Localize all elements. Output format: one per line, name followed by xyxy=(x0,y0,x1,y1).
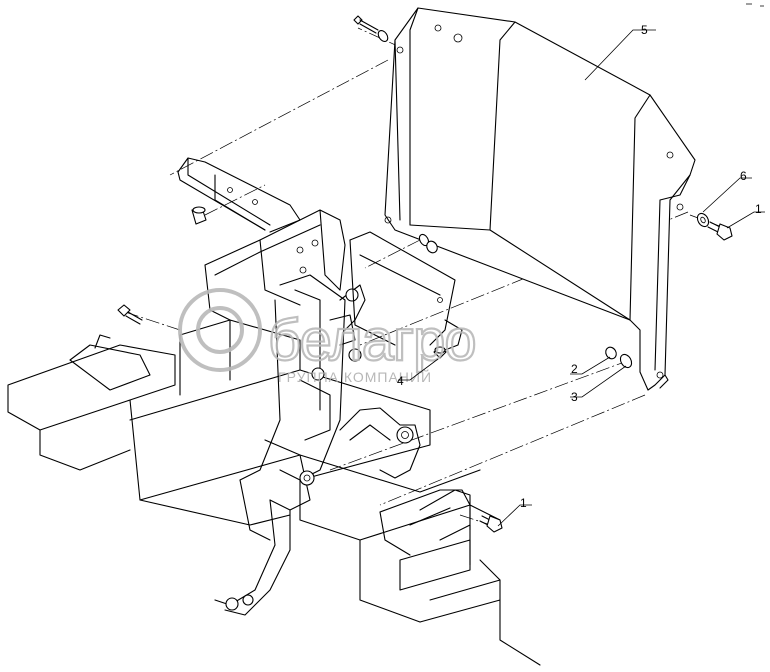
center-plate xyxy=(349,231,463,351)
right-knuckle xyxy=(339,407,421,479)
callout-5: 5 xyxy=(641,23,648,37)
bolt-callout-1-lower xyxy=(479,515,503,533)
nut-callout-2 xyxy=(605,346,617,360)
callout-1-right: 1 xyxy=(755,202,762,216)
nut-washer-under-cover xyxy=(418,233,438,254)
bolt-bracket-left xyxy=(191,206,207,225)
bolt-beam-left xyxy=(117,304,143,325)
callout-3: 3 xyxy=(571,390,578,404)
bolt-callout-1-right xyxy=(707,221,733,241)
pivot-arms xyxy=(214,274,366,616)
corner-marks xyxy=(746,3,764,7)
washer-callout-3 xyxy=(619,353,633,369)
left-bracket xyxy=(177,157,346,321)
watermark: белагро ГРУППА КОМПАНИЙ xyxy=(178,288,478,385)
right-lower-bracket xyxy=(379,489,501,601)
fasteners xyxy=(117,15,733,533)
callouts: 5 6 1 2 4 3 1 xyxy=(397,23,765,527)
washer-callout-6 xyxy=(696,212,710,228)
watermark-logo-icon xyxy=(178,288,262,372)
bolt-top-left xyxy=(353,15,389,42)
callout-4: 4 xyxy=(397,374,404,388)
watermark-brand: белагро xyxy=(268,308,476,373)
callout-1-lower: 1 xyxy=(520,496,527,510)
bolt-callout-4 xyxy=(433,346,447,359)
callout-6: 6 xyxy=(740,169,747,183)
frame-beam xyxy=(7,319,541,666)
callout-2: 2 xyxy=(571,362,578,376)
watermark-tagline: ГРУППА КОМПАНИЙ xyxy=(278,368,432,385)
cover-plate xyxy=(384,7,696,391)
